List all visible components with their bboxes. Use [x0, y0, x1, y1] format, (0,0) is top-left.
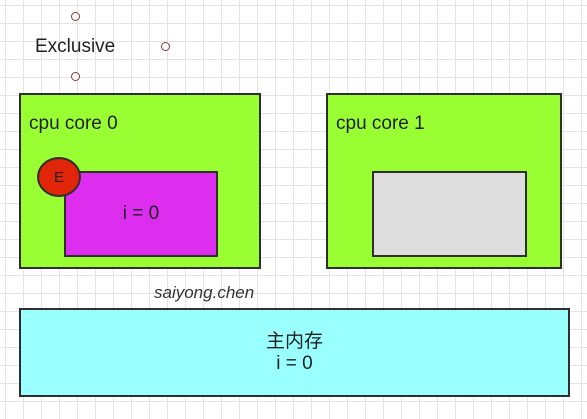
selection-handle-right[interactable]	[161, 42, 170, 51]
cpu-core-0-cache-value: i = 0	[122, 203, 160, 224]
exclusive-state-badge[interactable]: E	[37, 157, 81, 197]
main-memory-value: i = 0	[276, 352, 313, 374]
cpu-core-1-box[interactable]: cpu core 1	[326, 93, 562, 269]
exclusive-state-label[interactable]: Exclusive	[35, 36, 116, 57]
cpu-core-0-box[interactable]: cpu core 0 i = 0 E	[19, 93, 261, 269]
main-memory-title: 主内存	[265, 330, 323, 352]
selection-handle-top[interactable]	[71, 12, 80, 21]
author-watermark: saiyong.chen	[154, 283, 255, 302]
cpu-core-0-cache-line[interactable]: i = 0	[64, 171, 218, 257]
cpu-core-1-cache-line[interactable]	[372, 171, 527, 257]
selection-handle-bottom[interactable]	[71, 72, 80, 81]
cpu-core-0-label: cpu core 0	[29, 113, 118, 134]
main-memory-box[interactable]: 主内存 i = 0	[19, 308, 570, 397]
cpu-core-1-label: cpu core 1	[336, 113, 425, 134]
state-badge-letter: E	[53, 168, 64, 186]
